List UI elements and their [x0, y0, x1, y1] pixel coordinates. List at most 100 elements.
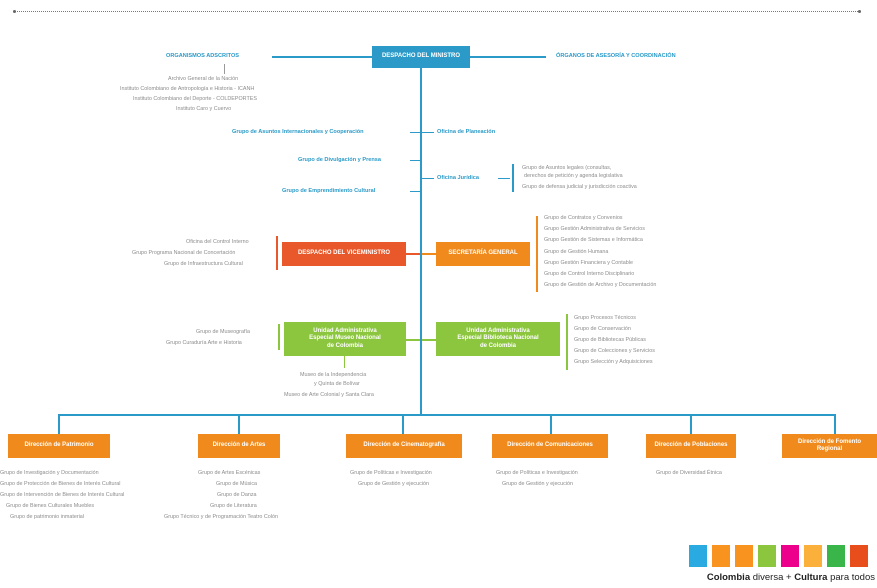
- direccion-poblaciones-box: Dirección de Poblaciones: [646, 434, 736, 458]
- comunicaciones-item: Grupo de Políticas e Investigación: [496, 470, 578, 476]
- connector: [410, 160, 420, 161]
- biblioteca-item: Grupo Procesos Técnicos: [574, 315, 636, 321]
- direccion-cinematografia-box: Dirección de Cinematografía: [346, 434, 462, 458]
- despacho-viceministro-box: DESPACHO DEL VICEMINISTRO: [282, 242, 406, 266]
- viceministro-item: Oficina del Control Interno: [186, 239, 249, 245]
- biblioteca-item: Grupo de Conservación: [574, 326, 631, 332]
- rule-end-dot: [858, 10, 861, 13]
- secretaria-item: Grupo de Contratos y Convenios: [544, 215, 623, 221]
- rule-start-dot: [13, 10, 16, 13]
- connector: [406, 339, 420, 341]
- biblioteca-item: Grupo de Bibliotecas Públicas: [574, 337, 646, 343]
- group-emprendimiento: Grupo de Emprendimiento Cultural: [282, 188, 376, 194]
- top-dotted-rule: [14, 11, 860, 12]
- biblioteca-nacional-label: Unidad Administrativa Especial Bibliotec…: [457, 328, 539, 349]
- juridica-group: derechos de petición y agenda legislativ…: [524, 173, 623, 179]
- direccion-label: Dirección de Poblaciones: [654, 442, 728, 449]
- museo-nacional-label: Unidad Administrativa Especial Museo Nac…: [309, 328, 381, 349]
- patrimonio-item: Grupo de patrimonio inmaterial: [10, 514, 85, 520]
- brand-square: [689, 545, 707, 567]
- group-asuntos-internacionales: Grupo de Asuntos Internacionales y Coope…: [232, 129, 364, 135]
- direcciones-bar: [58, 414, 836, 416]
- connector: [498, 178, 510, 179]
- juridica-bracket: [512, 164, 514, 192]
- drop-line: [550, 414, 552, 434]
- direccion-artes-box: Dirección de Artes: [198, 434, 280, 458]
- poblaciones-item: Grupo de Diversidad Étnica: [656, 470, 722, 476]
- connector: [422, 339, 436, 341]
- comunicaciones-item: Grupo de Gestión y ejecución: [502, 481, 574, 487]
- artes-item: Grupo Técnico y de Programación Teatro C…: [164, 514, 278, 520]
- connector: [422, 253, 436, 255]
- viceministro-item: Grupo de Infraestructura Cultural: [164, 261, 243, 267]
- connector: [410, 132, 420, 133]
- artes-item: Grupo de Literatura: [210, 503, 257, 509]
- oficina-planeacion: Oficina de Planeación: [437, 129, 496, 135]
- cine-item: Grupo de Políticas e Investigación: [350, 470, 432, 476]
- adscrito-item: Instituto Colombiano de Antropología e H…: [120, 86, 255, 92]
- despacho-viceministro-label: DESPACHO DEL VICEMINISTRO: [297, 250, 391, 257]
- connector: [406, 253, 420, 255]
- viceministro-bracket: [276, 236, 278, 270]
- museo-nacional-box: Unidad Administrativa Especial Museo Nac…: [284, 322, 406, 356]
- right-connector: [470, 56, 546, 58]
- museo-item: y Quinta de Bolívar: [314, 381, 360, 387]
- juridica-group: Grupo de Asuntos legales (consultas,: [522, 165, 612, 171]
- adscrito-item: Instituto Colombiano del Deporte - COLDE…: [133, 96, 257, 102]
- adscritos-tick: [224, 64, 225, 74]
- drop-line: [58, 414, 60, 434]
- direccion-patrimonio-box: Dirección de Patrimonio: [8, 434, 110, 458]
- artes-item: Grupo de Danza: [217, 492, 257, 498]
- secretaria-item: Grupo Gestión Administrativa de Servicio…: [544, 226, 645, 232]
- biblioteca-item: Grupo Selección y Adquisiciones: [574, 359, 653, 365]
- connector: [410, 191, 420, 192]
- left-connector: [272, 56, 372, 58]
- connector: [422, 178, 434, 179]
- biblioteca-item: Grupo de Colecciones y Servicios: [574, 348, 655, 354]
- direccion-fomento-box: Dirección de Fomento Regional: [782, 434, 877, 458]
- brand-square: [804, 545, 822, 567]
- secretaria-item: Grupo de Gestión Humana: [544, 249, 609, 255]
- juridica-group: Grupo de defensa judicial y jurisdicción…: [522, 184, 637, 190]
- direccion-label: Dirección de Cinematografía: [363, 442, 445, 449]
- secretaria-item: Grupo Gestión Financiera y Contable: [544, 260, 633, 266]
- brand-diversa: diversa +: [750, 572, 795, 583]
- secretaria-general-box: SECRETARÍA GENERAL: [436, 242, 530, 266]
- museo-item: Museo de la Independencia: [300, 372, 367, 378]
- secretaria-item: Grupo Gestión de Sistemas e Informática: [544, 237, 643, 243]
- brand-square: [735, 545, 753, 567]
- main-trunk-line: [420, 68, 422, 416]
- biblioteca-bracket: [566, 314, 568, 370]
- brand-colombia: Colombia: [706, 572, 751, 583]
- biblioteca-nacional-box: Unidad Administrativa Especial Bibliotec…: [436, 322, 560, 356]
- despacho-ministro-label: DESPACHO DEL MINISTRO: [381, 53, 461, 60]
- group-divulgacion: Grupo de Divulgación y Prensa: [298, 157, 381, 163]
- brand-square: [781, 545, 799, 567]
- brand-square: [758, 545, 776, 567]
- brand-cultura: Cultura: [794, 572, 828, 583]
- brand-square: [850, 545, 868, 567]
- brand-slogan: Colombia diversa + Cultura para todos: [707, 572, 875, 583]
- museo-item: Grupo Curaduría Arte e Historia: [166, 340, 242, 346]
- brand-para-todos: para todos: [827, 572, 875, 583]
- drop-line: [690, 414, 692, 434]
- drop-line: [238, 414, 240, 434]
- drop-line: [834, 414, 836, 434]
- direccion-label: Dirección de Patrimonio: [24, 442, 94, 449]
- direccion-comunicaciones-box: Dirección de Comunicaciones: [492, 434, 608, 458]
- patrimonio-item: Grupo de Protección de Bienes de Interés…: [0, 481, 121, 487]
- artes-item: Grupo de Artes Escénicas: [198, 470, 261, 476]
- museo-item: Museo de Arte Colonial y Santa Clara: [284, 392, 374, 398]
- viceministro-item: Grupo Programa Nacional de Concertación: [132, 250, 236, 256]
- patrimonio-item: Grupo de Intervención de Bienes de Inter…: [0, 492, 125, 498]
- patrimonio-item: Grupo de Investigación y Documentación: [0, 470, 99, 476]
- cine-item: Grupo de Gestión y ejecución: [358, 481, 430, 487]
- adscrito-item: Archivo General de la Nación: [168, 76, 239, 82]
- patrimonio-item: Grupo de Bienes Culturales Muebles: [6, 503, 95, 509]
- secretaria-item: Grupo de Gestión de Archivo y Documentac…: [544, 282, 657, 288]
- organos-asesoria-title: ÓRGANOS DE ASESORÍA Y COORDINACIÓN: [556, 53, 676, 59]
- museo-bracket: [278, 324, 280, 350]
- adscrito-item: Instituto Caro y Cuervo: [176, 106, 232, 112]
- secretaria-bracket: [536, 216, 538, 292]
- brand-square: [827, 545, 845, 567]
